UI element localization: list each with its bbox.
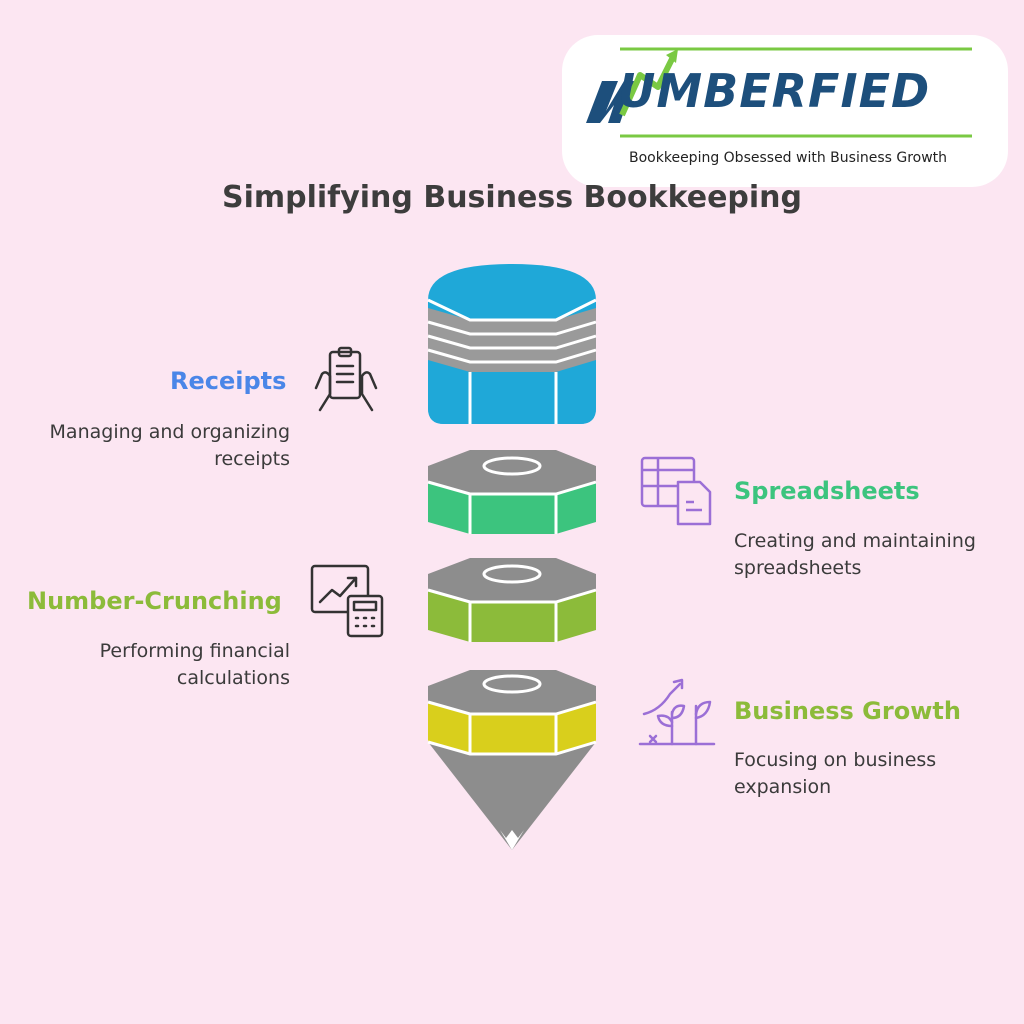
business-growth-nut — [427, 670, 597, 850]
logo-graphic — [586, 47, 972, 138]
receipts-heading: Receipts — [170, 367, 287, 395]
business-growth-heading: Business Growth — [734, 697, 961, 725]
chart-calculator-icon — [310, 564, 384, 638]
spreadsheets-heading: Spreadsheets — [734, 477, 920, 505]
spreadsheets-nut — [427, 450, 597, 534]
logo-wordmark: UMBERFIED — [618, 64, 931, 118]
logo-card — [562, 35, 1008, 187]
spreadsheet-document-icon — [640, 456, 712, 526]
receipts-description: Managing and organizing receipts — [49, 421, 290, 470]
business-growth-description: Focusing on business expansion — [734, 749, 937, 798]
receipt-in-hands-icon — [314, 346, 378, 412]
logo-tagline: Bookkeeping Obsessed with Business Growt… — [629, 150, 948, 166]
page-title: Simplifying Business Bookkeeping — [221, 180, 803, 215]
number-crunching-nut — [427, 558, 597, 642]
plant-growth-icon — [638, 678, 716, 746]
receipts-block — [427, 264, 597, 424]
number-crunching-description: Performing financial calculations — [99, 640, 290, 689]
number-crunching-heading: Number-Crunching — [27, 587, 282, 615]
spreadsheets-description: Creating and maintaining spreadsheets — [734, 530, 976, 579]
